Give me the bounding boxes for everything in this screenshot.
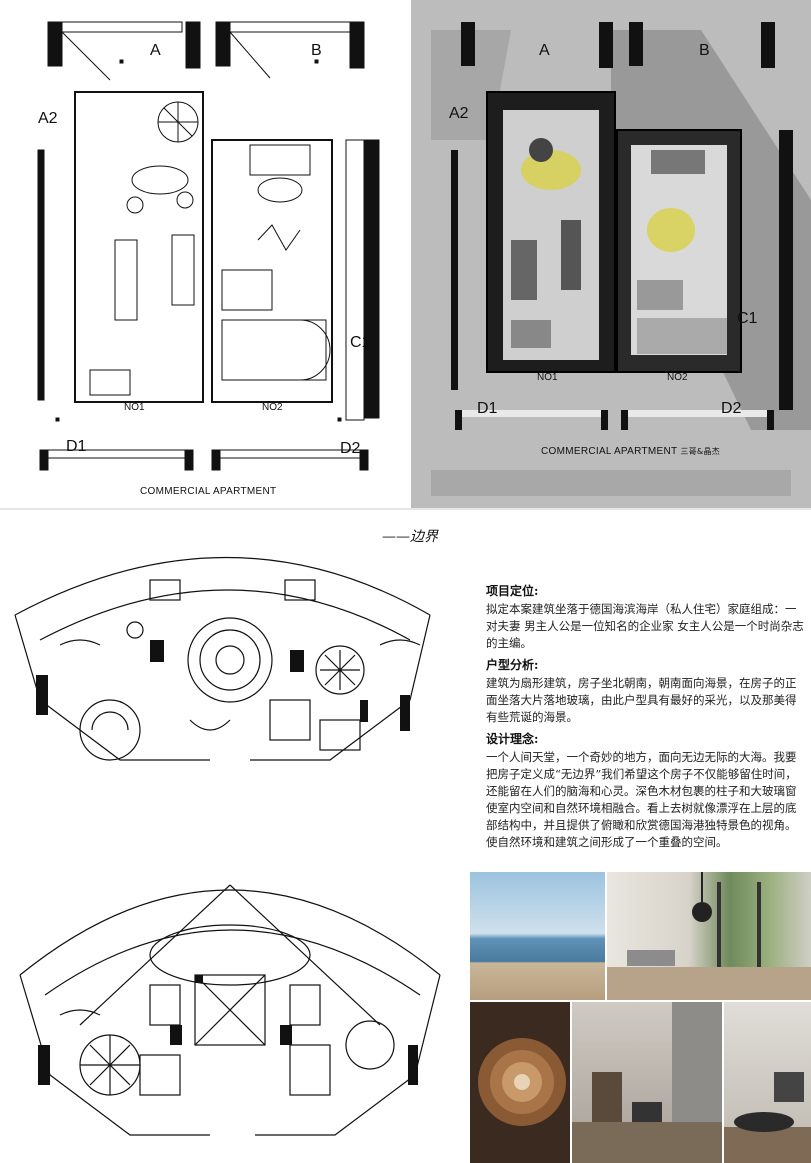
floorplan-caption-rendered: COMMERCIAL APARTMENT 三哥&晶杰 [541, 446, 720, 457]
concept-body: 一个人间天堂，一个奇妙的地方，面向无边无际的大海。我要把房子定义成“无边界”我们… [486, 750, 797, 849]
label-b: B [311, 42, 322, 59]
reference-photo-collage [470, 872, 811, 1163]
label-c1-rendered: C1 [737, 310, 758, 327]
label-a2-rendered: A2 [449, 105, 469, 122]
photo-concrete-interior [572, 1002, 722, 1163]
photo-living-room [724, 1002, 811, 1163]
section-divider [0, 508, 811, 510]
layout-body: 建筑为扇形建筑，房子坐北朝南，朝南面向海景，在房子的正面坐落大片落地玻璃，由此户… [486, 676, 797, 724]
floorplan-rendered-svg [431, 22, 811, 496]
design-text-column: 项目定位: 拟定本案建筑坐落于德国海滨海岸（私人住宅）家庭组成：一对夫妻 男主人… [486, 578, 806, 851]
floorplan-caption-suffix: 三哥&晶杰 [680, 447, 721, 456]
photo-seaside-terrace [470, 872, 605, 1000]
label-unit-2: NO2 [262, 402, 283, 413]
label-a: A [150, 42, 161, 59]
photo-glass-interior [607, 872, 811, 1000]
positioning-body: 拟定本案建筑坐落于德国海滨海岸（私人住宅）家庭组成：一对夫妻 男主人公是一位知名… [486, 602, 804, 650]
design-description: 项目定位: 拟定本案建筑坐落于德国海滨海岸（私人住宅）家庭组成：一对夫妻 男主人… [470, 520, 811, 865]
fan-plan-sketch-upper: ——边界 [0, 520, 460, 850]
photo-glass-interior-svg [607, 872, 811, 1000]
floorplan-caption-text: COMMERCIAL APARTMENT [541, 446, 678, 457]
fan-plan-sketch-upper-svg [14, 556, 431, 761]
label-d2: D2 [340, 440, 361, 457]
sketch-section-tag: ——边界 [382, 529, 438, 545]
label-d1-rendered: D1 [477, 400, 498, 417]
label-c1: C1 [350, 334, 371, 351]
label-a2: A2 [38, 110, 58, 127]
photo-spiral-stair-svg [478, 1038, 566, 1126]
fan-plan-sketch-lower-svg [19, 884, 441, 1136]
floorplan-caption: COMMERCIAL APARTMENT [140, 486, 277, 497]
label-unit-1-rendered: NO1 [537, 372, 558, 383]
concept-heading: 设计理念: [486, 732, 539, 746]
floorplan-rendered: A B A2 C1 D1 D2 NO1 NO2 COMMERCIAL APART… [411, 0, 811, 508]
photo-living-room-svg [724, 1072, 811, 1163]
photo-concrete-interior-svg [572, 1002, 722, 1163]
label-unit-2-rendered: NO2 [667, 372, 688, 383]
label-d2-rendered: D2 [721, 400, 742, 417]
floorplan-line-drawing: A B A2 C1 D1 D2 NO1 NO2 COMMERCIAL APART… [0, 0, 409, 508]
floorplan-line-svg [37, 21, 380, 471]
label-d1: D1 [66, 438, 87, 455]
layout-heading: 户型分析: [486, 658, 539, 672]
photo-spiral-stair [470, 1002, 570, 1163]
fan-plan-sketch-lower [0, 845, 470, 1163]
label-unit-1: NO1 [124, 402, 145, 413]
label-b-rendered: B [699, 42, 710, 59]
positioning-heading: 项目定位: [486, 584, 539, 598]
label-a-rendered: A [539, 42, 550, 59]
